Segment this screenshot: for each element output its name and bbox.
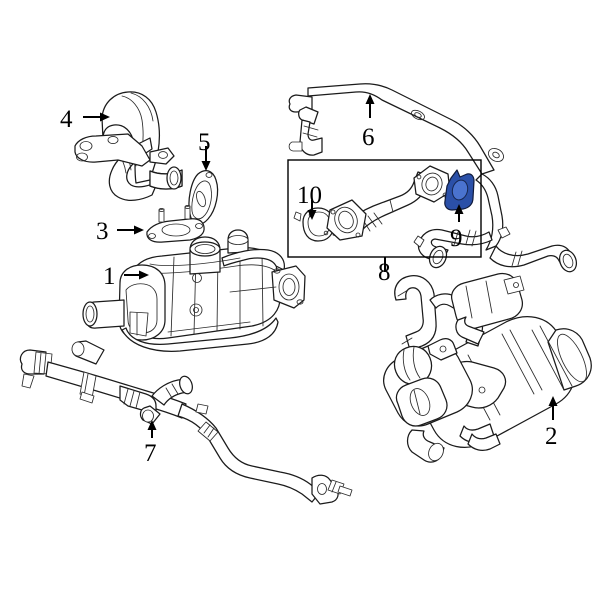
part-8-egr-pipe <box>326 165 451 241</box>
callout-label-1: 1 <box>103 263 116 290</box>
callout-label-2: 2 <box>545 423 558 450</box>
callout-label-9: 9 <box>450 225 463 252</box>
callout-label-8: 8 <box>378 259 391 286</box>
group-box-8 <box>287 159 482 272</box>
part-6-upper-hose <box>288 83 578 273</box>
callout-label-7: 7 <box>144 440 157 467</box>
part-3-valve-bracket <box>146 204 205 243</box>
callout-label-10: 10 <box>297 182 322 209</box>
part-1-manifold-assembly <box>71 229 306 365</box>
part-7-lower-hose <box>19 349 353 505</box>
callout-label-3: 3 <box>96 218 109 245</box>
part-5-oval-gasket <box>188 170 219 225</box>
part-4-crossover-pipe <box>74 91 183 201</box>
callout-label-5: 5 <box>198 129 211 156</box>
callout-arrows <box>83 94 558 438</box>
callout-label-4: 4 <box>60 106 73 133</box>
part-2-egr-cooler <box>383 272 592 463</box>
part-9-highlighted-gasket <box>444 169 475 211</box>
callout-label-6: 6 <box>362 124 375 151</box>
